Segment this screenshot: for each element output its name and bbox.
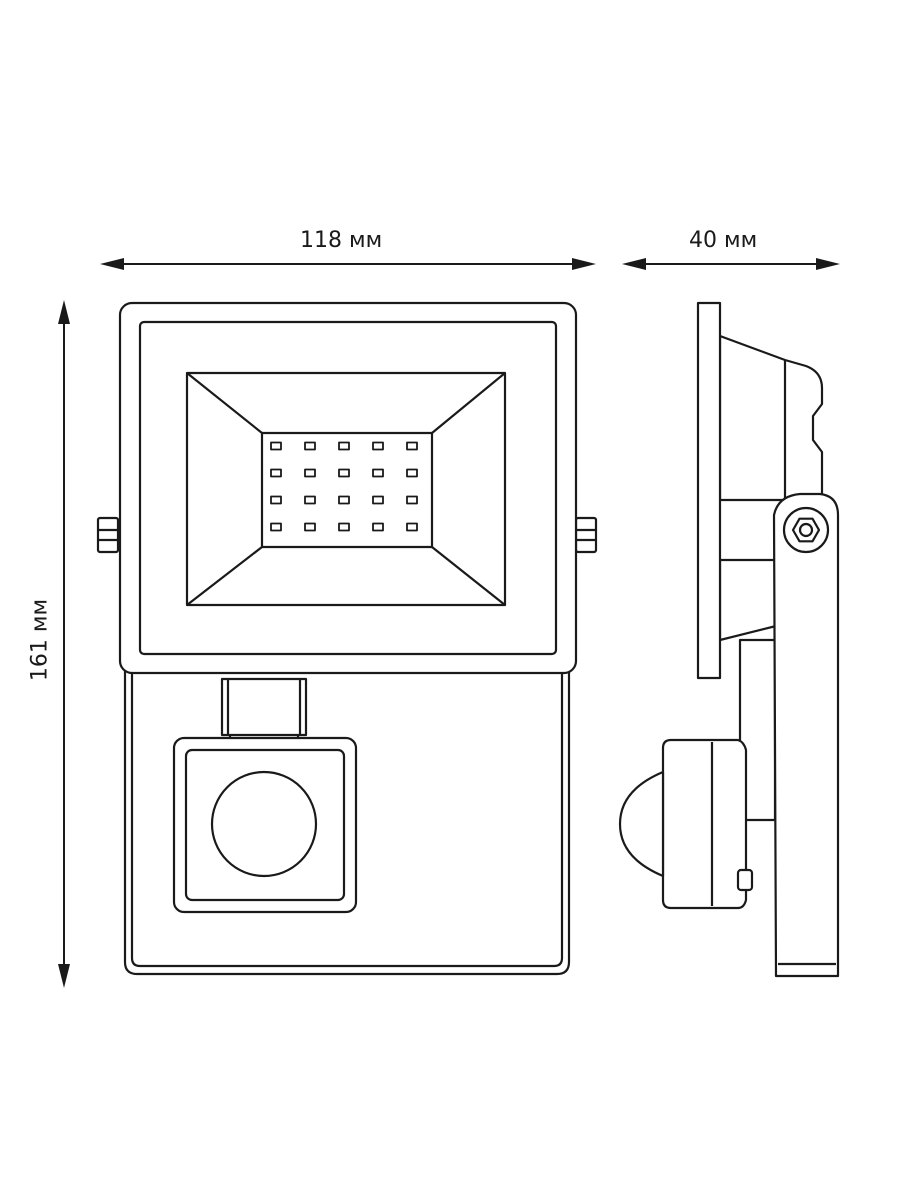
led-chip bbox=[270, 522, 282, 532]
led-chip bbox=[372, 441, 384, 451]
left-bolt bbox=[96, 516, 120, 554]
led-chip bbox=[406, 441, 418, 451]
led-chip bbox=[372, 495, 384, 505]
bracket-arm-side bbox=[772, 492, 840, 978]
led-chip bbox=[304, 441, 316, 451]
height-dimension-line bbox=[58, 300, 70, 988]
reflector bbox=[185, 371, 507, 607]
depth-dimension-label: 40 мм bbox=[689, 228, 758, 253]
led-chip bbox=[406, 468, 418, 478]
led-chip bbox=[406, 495, 418, 505]
led-chip bbox=[304, 468, 316, 478]
housing-outer bbox=[118, 301, 578, 675]
width-dimension-line bbox=[100, 258, 596, 270]
led-grid bbox=[270, 441, 418, 532]
led-chip bbox=[304, 495, 316, 505]
led-chip bbox=[338, 522, 350, 532]
housing-inner-frame bbox=[138, 320, 558, 656]
led-chip bbox=[304, 522, 316, 532]
depth-dimension-line bbox=[622, 258, 840, 270]
led-chip bbox=[338, 468, 350, 478]
width-dimension-label: 118 мм bbox=[300, 228, 383, 253]
sensor-lens bbox=[210, 770, 318, 878]
led-chip bbox=[406, 522, 418, 532]
led-chip bbox=[270, 441, 282, 451]
led-chip bbox=[372, 522, 384, 532]
front-view bbox=[96, 301, 598, 976]
housing-side-body bbox=[718, 334, 824, 502]
right-bolt bbox=[574, 516, 598, 554]
motion-sensor-side bbox=[618, 738, 754, 910]
sensor-dome-side bbox=[618, 770, 665, 878]
led-chip bbox=[372, 468, 384, 478]
led-chip bbox=[270, 468, 282, 478]
led-chip bbox=[338, 441, 350, 451]
led-chip bbox=[270, 495, 282, 505]
sensor-connector bbox=[220, 677, 308, 745]
front-glass-side bbox=[696, 301, 722, 680]
led-chip bbox=[338, 495, 350, 505]
side-view bbox=[618, 301, 840, 978]
height-dimension-label: 161 мм bbox=[27, 598, 53, 682]
pivot-bolt-side bbox=[782, 506, 830, 554]
motion-sensor-front bbox=[172, 736, 358, 914]
